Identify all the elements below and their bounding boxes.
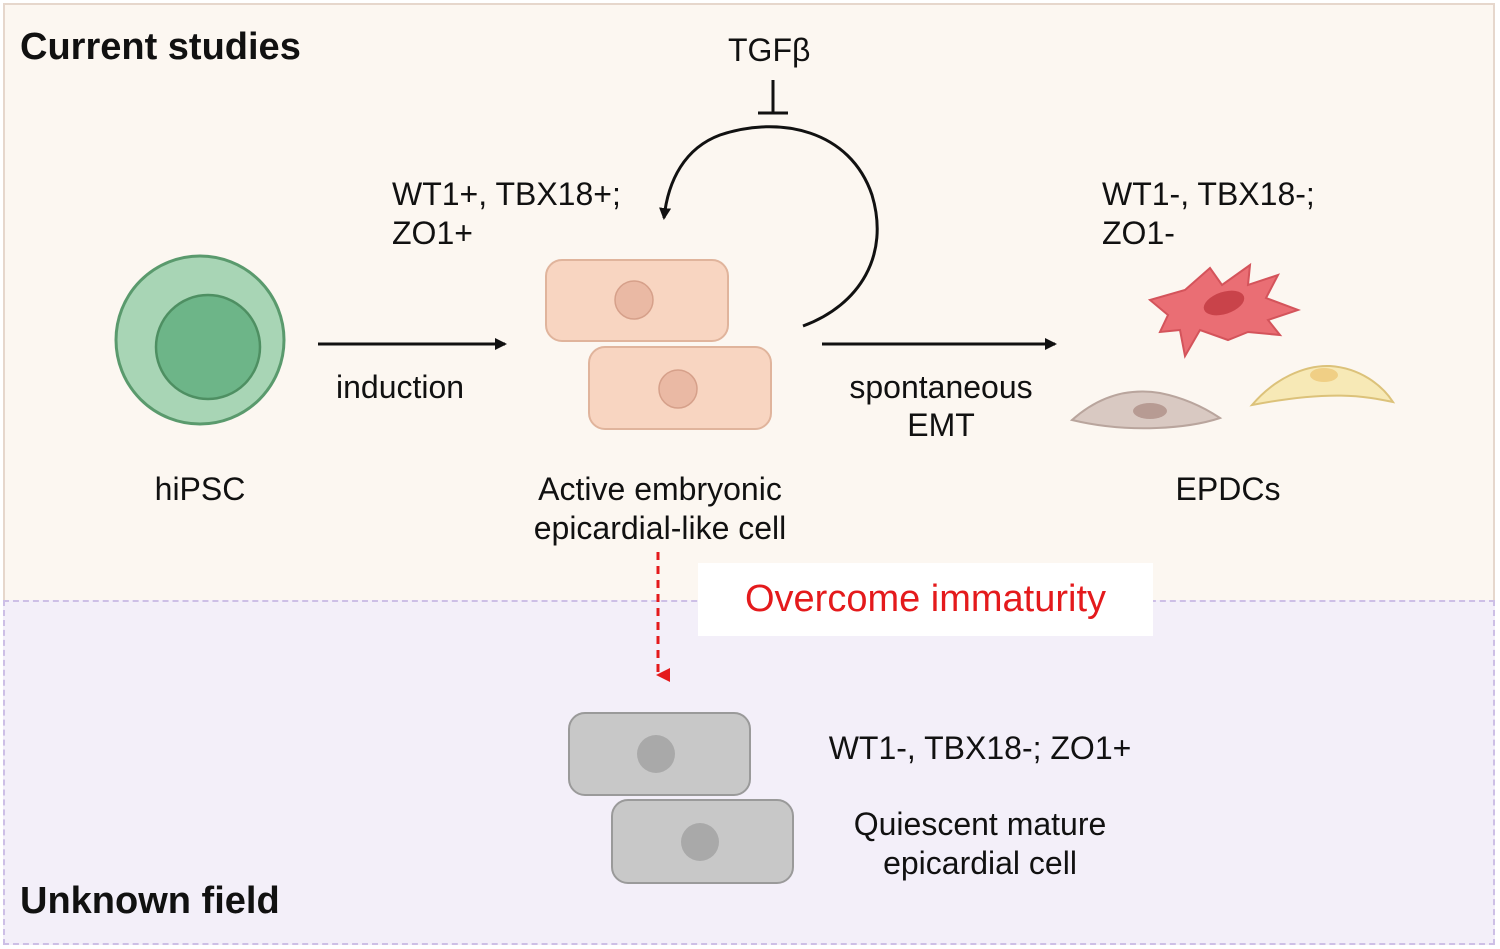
induction-label: induction — [336, 369, 465, 405]
tgfb-label: TGFβ — [728, 32, 811, 68]
mature-markers-label: WT1-, TBX18-; ZO1+ — [828, 730, 1132, 766]
mature-cell-label-line1: Quiescent mature — [853, 806, 1107, 842]
active-cell-label-line1: Active embryonic — [538, 471, 782, 507]
emt-label-line1: spontaneous — [849, 369, 1033, 405]
mature-cell-label-line2: epicardial cell — [883, 845, 1077, 881]
emt-label-line2: EMT — [907, 407, 975, 443]
tgfb-feedback-loop — [659, 80, 879, 328]
epdc-markers-line2: ZO1- — [1102, 215, 1175, 251]
epdcs-label: EPDCs — [1175, 471, 1281, 507]
epdc-markers-line1: WT1-, TBX18-; — [1102, 176, 1315, 212]
active-markers-line1: WT1+, TBX18+; — [392, 176, 621, 212]
epdc-cells-icon — [1069, 262, 1396, 430]
active-markers-line2: ZO1+ — [392, 215, 473, 251]
active-cell-label-line2: epicardial-like cell — [533, 510, 787, 546]
active-epicardial-cells-icon — [545, 259, 772, 430]
current-studies-title: Current studies — [20, 26, 301, 68]
hipsc-cell-icon — [114, 254, 286, 426]
unknown-field-title: Unknown field — [20, 880, 280, 922]
hipsc-label: hiPSC — [154, 471, 246, 507]
mature-epicardial-cells-icon — [568, 712, 794, 884]
overcome-immaturity-callout: Overcome immaturity — [698, 563, 1153, 636]
